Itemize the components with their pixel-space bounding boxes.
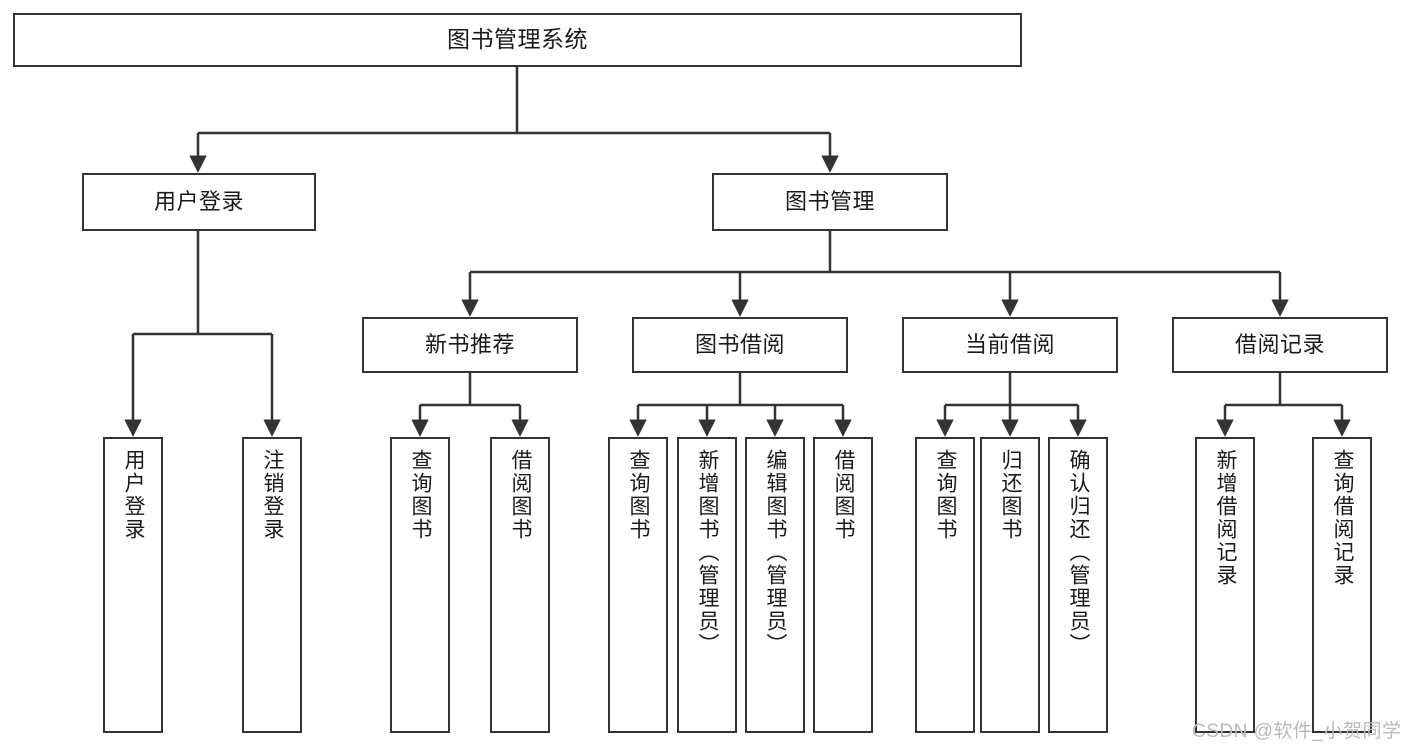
node-borrow-record-label: 借阅记录 xyxy=(1234,332,1325,358)
leaf-logout[interactable]: 注销登录 xyxy=(242,437,302,733)
leaf-user-login-label: 用户登录 xyxy=(122,449,146,541)
node-root-label: 图书管理系统 xyxy=(447,26,588,53)
node-book-borrow-label: 图书借阅 xyxy=(694,332,785,358)
leaf-borrow-book-2[interactable]: 借阅图书 xyxy=(813,437,873,733)
leaf-borrow-book-1[interactable]: 借阅图书 xyxy=(490,437,550,733)
leaf-edit-book-label: 编辑图书（管理员） xyxy=(764,449,788,656)
leaf-query-book-1[interactable]: 查询图书 xyxy=(390,437,450,733)
node-borrow-record[interactable]: 借阅记录 xyxy=(1172,317,1388,373)
node-user-login-label: 用户登录 xyxy=(153,189,244,215)
node-book-manage[interactable]: 图书管理 xyxy=(712,173,948,231)
leaf-query-book-2-label: 查询图书 xyxy=(627,449,651,541)
leaf-query-book-1-label: 查询图书 xyxy=(409,449,433,541)
leaf-add-book-label: 新增图书（管理员） xyxy=(696,449,720,656)
leaf-logout-label: 注销登录 xyxy=(261,449,285,541)
node-new-book-recommend-label: 新书推荐 xyxy=(424,332,515,358)
leaf-add-book[interactable]: 新增图书（管理员） xyxy=(677,437,737,733)
node-current-borrow[interactable]: 当前借阅 xyxy=(902,317,1118,373)
watermark: CSDN @软件_小贺同学 xyxy=(1192,721,1402,742)
leaf-return-book-label: 归还图书 xyxy=(999,449,1023,541)
leaf-user-login[interactable]: 用户登录 xyxy=(103,437,163,733)
leaf-borrow-book-2-label: 借阅图书 xyxy=(832,449,856,541)
leaf-query-book-3[interactable]: 查询图书 xyxy=(915,437,975,733)
leaf-borrow-book-1-label: 借阅图书 xyxy=(509,449,533,541)
leaf-edit-book[interactable]: 编辑图书（管理员） xyxy=(745,437,805,733)
node-book-borrow[interactable]: 图书借阅 xyxy=(632,317,848,373)
leaf-query-book-3-label: 查询图书 xyxy=(934,449,958,541)
leaf-confirm-return-label: 确认归还（管理员） xyxy=(1067,449,1091,656)
node-user-login[interactable]: 用户登录 xyxy=(82,173,316,231)
node-root[interactable]: 图书管理系统 xyxy=(13,13,1022,67)
leaf-confirm-return[interactable]: 确认归还（管理员） xyxy=(1048,437,1108,733)
leaf-add-borrow-record-label: 新增借阅记录 xyxy=(1214,449,1238,587)
leaf-query-book-2[interactable]: 查询图书 xyxy=(608,437,668,733)
node-new-book-recommend[interactable]: 新书推荐 xyxy=(362,317,578,373)
leaf-query-borrow-record-label: 查询借阅记录 xyxy=(1331,449,1355,587)
leaf-add-borrow-record[interactable]: 新增借阅记录 xyxy=(1195,437,1255,733)
leaf-return-book[interactable]: 归还图书 xyxy=(980,437,1040,733)
leaf-query-borrow-record[interactable]: 查询借阅记录 xyxy=(1312,437,1372,733)
node-book-manage-label: 图书管理 xyxy=(784,189,875,215)
node-current-borrow-label: 当前借阅 xyxy=(964,332,1055,358)
